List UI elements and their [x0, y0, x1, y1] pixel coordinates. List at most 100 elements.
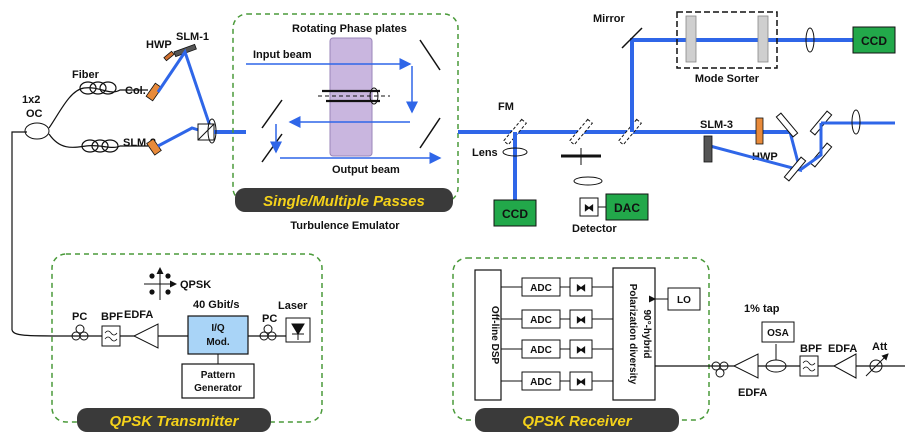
transmitter-fiber	[11, 329, 220, 337]
lens-source	[207, 118, 217, 144]
collimator-lower	[146, 138, 162, 156]
fiber-label: Fiber	[72, 69, 100, 81]
receiver-frame	[452, 257, 710, 421]
lens-right-input	[851, 109, 861, 135]
balanced-detector-4-icon: ⧓	[576, 377, 586, 388]
fiber-coil-3	[99, 81, 117, 95]
offline-dsp	[474, 269, 502, 401]
dsp-label: Off-line DSP	[489, 306, 500, 365]
edfa-rx-1-label: EDFA	[738, 387, 767, 399]
constellation-point-4	[165, 289, 171, 295]
hybrid-label-1: Polarization diversity	[627, 284, 638, 385]
rotation-indicator	[369, 87, 379, 105]
balanced-detector-3-icon: ⧓	[576, 345, 586, 356]
output-beam-label: Output beam	[332, 164, 400, 176]
dac-box	[605, 193, 649, 221]
adc-row-4: ADC ⧓	[501, 371, 613, 391]
edfa-rx-2-label: EDFA	[828, 343, 857, 355]
osa-label: OSA	[767, 328, 789, 339]
slm3	[703, 135, 713, 163]
emulator-mirror-bottom	[419, 117, 441, 149]
fiber-coil-2	[89, 81, 107, 95]
fiber-coil-4	[81, 139, 99, 153]
transmitter-banner-text: QPSK Transmitter	[110, 413, 240, 430]
adc-label-1: ADC	[530, 283, 552, 294]
mirror-right-2	[783, 156, 807, 182]
adc-row-1: ADC ⧓	[501, 277, 613, 297]
iq-modulator	[187, 315, 249, 355]
fiber-coil-6	[101, 139, 119, 153]
mode-sorter-plate-1	[685, 15, 697, 63]
pc1-loop-2	[79, 331, 89, 341]
osa-box	[761, 321, 795, 343]
receiver-banner-text: QPSK Receiver	[522, 413, 632, 430]
emulator-mirror-left-top	[261, 99, 283, 129]
collimator-upper	[145, 82, 163, 102]
coupler-oc	[24, 122, 50, 140]
constellation-point-2	[165, 273, 171, 279]
adc-label-4: ADC	[530, 377, 552, 388]
beam-to-ccd-top	[630, 38, 853, 132]
source-section: 1x2 OC Fiber Col. SLM-2 HWP SLM-1	[11, 31, 246, 330]
fiber-lower	[48, 133, 148, 149]
hybrid-label-2: 90°-hybrid	[641, 309, 652, 358]
emulator-mirror-left-bottom	[261, 133, 283, 163]
bpf-tx-icon	[104, 330, 118, 342]
pattern-label-1: Pattern	[201, 370, 235, 381]
balanced-detector-2-icon: ⧓	[576, 315, 586, 326]
pc-rx-loop-2	[719, 361, 729, 371]
hwp-label-left: HWP	[146, 39, 172, 51]
receiver-banner	[475, 408, 679, 432]
receiver-optics: FM Lens CCD ⧓ Detector DAC Mirror Mode S…	[458, 11, 896, 235]
pc2-loop-3	[263, 324, 273, 334]
qpsk-receiver: Off-line DSP ADC ⧓ ADC ⧓ ADC ⧓	[452, 257, 905, 432]
adc-row-3: ADC ⧓	[501, 339, 613, 359]
ccd-bottom-label: CCD	[502, 207, 528, 221]
turbulence-emulator: Rotating Phase plates Input beam Output …	[232, 13, 459, 232]
edfa-tx-icon	[132, 323, 159, 349]
attenuator-arrow	[865, 353, 889, 377]
emulator-banner-text: Single/Multiple Passes	[263, 193, 425, 210]
emulator-banner	[235, 188, 453, 212]
attenuator-icon	[869, 359, 883, 373]
adc-label-3: ADC	[530, 345, 552, 356]
lens-detector	[573, 176, 603, 186]
beam-splitter-diagonal	[197, 123, 215, 141]
ccd-top	[852, 26, 896, 54]
bpf-rx-box	[799, 355, 819, 377]
phase-plate	[329, 37, 373, 157]
pc1-label: PC	[72, 311, 87, 323]
lens-label: Lens	[472, 147, 498, 159]
slm3-label: SLM-3	[700, 119, 733, 131]
qpsk-label: QPSK	[180, 279, 211, 291]
iq-mod-label-1: I/Q	[211, 323, 225, 334]
detector-label: Detector	[572, 223, 617, 235]
adc-row-2: ADC ⧓	[501, 309, 613, 329]
edfa-rx-1-icon	[732, 353, 759, 379]
beam-right-link	[799, 123, 823, 172]
fiber-coil-5	[91, 139, 109, 153]
mirror-label: Mirror	[593, 13, 626, 25]
dac-label: DAC	[614, 201, 640, 215]
lo-label: LO	[677, 295, 691, 306]
pattern-generator	[181, 363, 255, 399]
pattern-label-2: Generator	[194, 383, 242, 394]
mode-sorter-label: Mode Sorter	[695, 73, 760, 85]
hybrid-90	[612, 267, 656, 401]
laser-icon	[291, 323, 305, 340]
lens-ccd-top	[805, 27, 815, 53]
pc2-loop-2	[267, 331, 277, 341]
bpf-tx-label: BPF	[101, 311, 123, 323]
mode-sorter-plate-2	[757, 15, 769, 63]
splitter-detector	[568, 118, 594, 146]
collimator-label: Col.	[125, 85, 146, 97]
slm2-label: SLM-2	[123, 137, 156, 149]
emulator-mirror-top	[419, 39, 441, 71]
bpf-tx-box	[101, 325, 121, 347]
att-label: Att	[872, 341, 888, 353]
mirror-top	[621, 27, 643, 49]
transmitter-frame	[51, 253, 323, 423]
input-beam-label: Input beam	[253, 49, 312, 61]
laser-label: Laser	[278, 300, 308, 312]
